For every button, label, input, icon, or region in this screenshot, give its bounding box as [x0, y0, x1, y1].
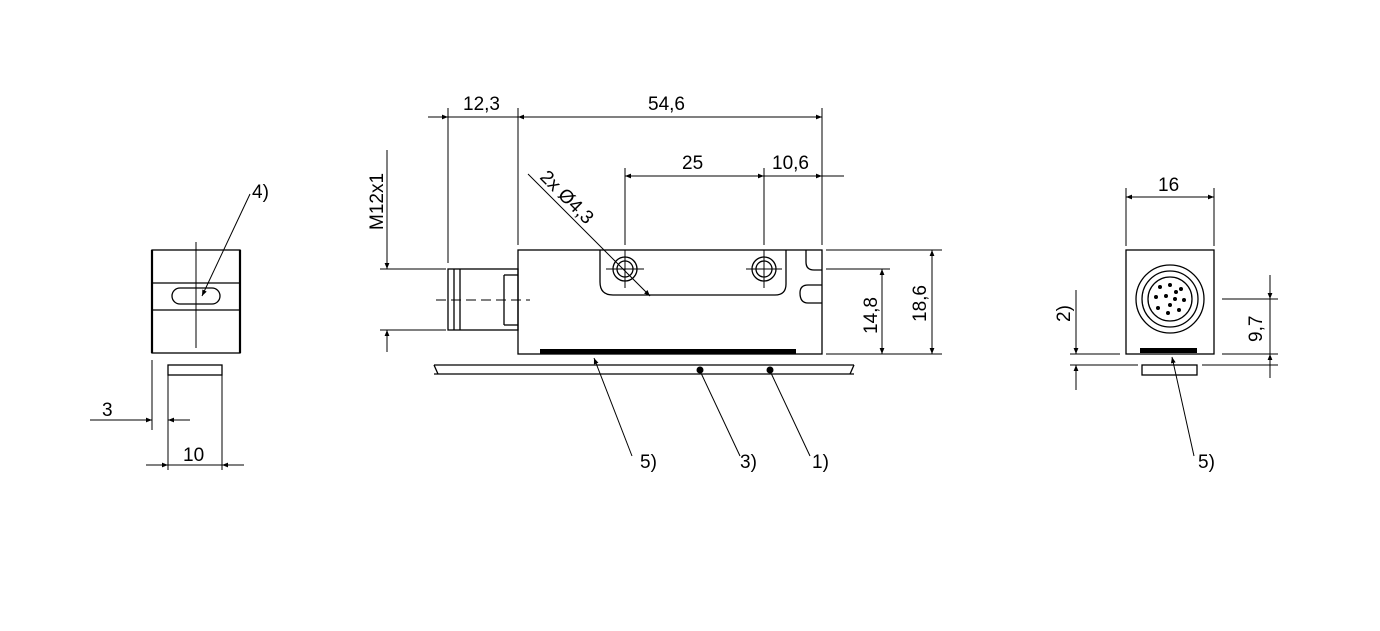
end-base-plate: [1141, 364, 1198, 376]
dim-side-width: 10: [183, 445, 204, 466]
dim-height-to-axis: 14,8: [861, 297, 882, 334]
callout-4: 4): [252, 182, 269, 203]
side-base-plate: [167, 364, 223, 376]
dim-housing-length: 54,6: [648, 94, 685, 115]
dim-hole-spacing: 25: [682, 153, 703, 174]
end-strip: [1140, 348, 1197, 353]
dim-hole-diameter: 2x Ø4,3: [535, 167, 597, 229]
dim-connector-length: 12,3: [463, 94, 500, 115]
end-view: [1070, 188, 1278, 457]
callout-5-front: 5): [640, 452, 657, 473]
callout-1: 1): [812, 452, 829, 473]
sensor-housing: [517, 249, 823, 355]
callout-2: 2): [1054, 305, 1075, 322]
dim-end-axis-height: 9,7: [1246, 316, 1267, 342]
side-view: [90, 193, 251, 470]
dim-hole-offset: 10,6: [772, 153, 809, 174]
dim-thread: M12x1: [367, 173, 388, 230]
callout-5-end: 5): [1198, 452, 1215, 473]
dim-side-offset: 3: [102, 400, 113, 421]
sensing-strip: [540, 349, 796, 354]
front-view: [380, 108, 942, 457]
connector-face: [1135, 264, 1205, 334]
dim-housing-height: 18,6: [910, 285, 931, 322]
end-housing: [1125, 249, 1215, 355]
callout-3: 3): [740, 452, 757, 473]
dim-end-width: 16: [1158, 175, 1179, 196]
